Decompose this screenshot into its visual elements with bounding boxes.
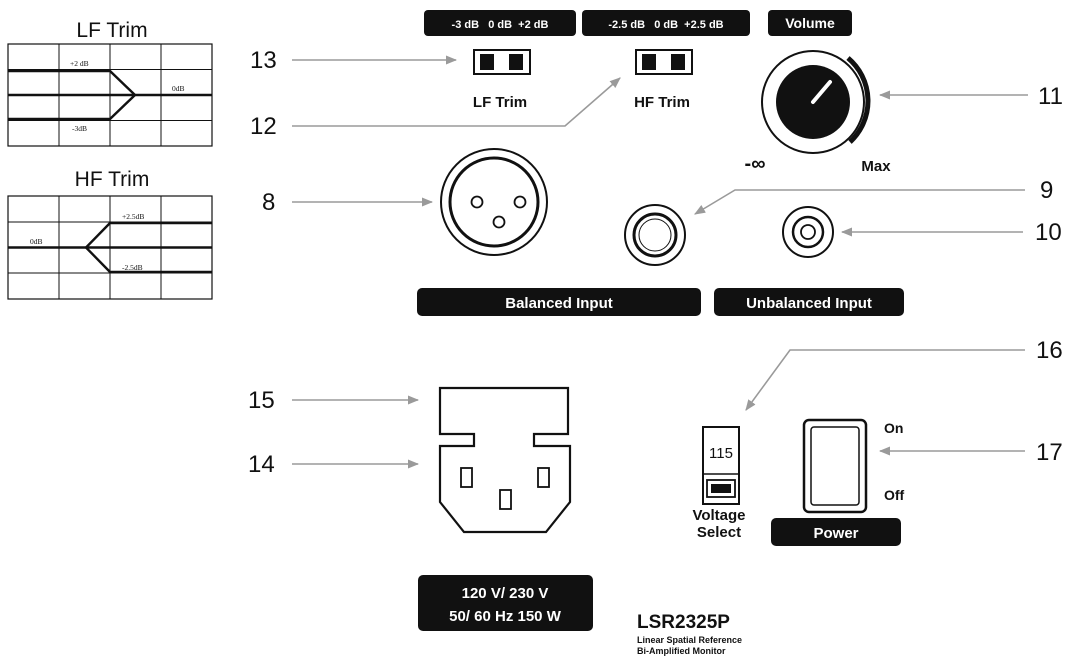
rca-input-group <box>782 206 834 258</box>
power-switch-group: On Off Power <box>771 418 905 546</box>
callout-9: 9 <box>1040 177 1053 204</box>
callout-arrow-16 <box>745 349 1025 411</box>
power-label: Power <box>813 525 858 542</box>
hf-trim-graph: HF Trim +2.5dB 0dB -2.5dB <box>7 168 213 300</box>
voltage-select-value: 115 <box>709 445 733 462</box>
volume-max-label: Max <box>861 158 891 175</box>
callout-10: 10 <box>1035 219 1062 246</box>
callout-arrow-12 <box>292 77 621 127</box>
trs-input-group <box>624 204 686 266</box>
callout-13: 13 <box>250 47 277 74</box>
volume-scale-arc <box>846 56 871 144</box>
voltage-select-label-2: Select <box>697 524 741 541</box>
unbalanced-input-badge <box>714 288 904 316</box>
volume-min-label: -∞ <box>745 153 766 175</box>
callout-14: 14 <box>248 451 275 478</box>
power-on-label: On <box>884 420 903 436</box>
balanced-input-label: Balanced Input <box>505 295 613 312</box>
hf-trim-plus-label: +2.5dB <box>122 212 144 221</box>
lf-trim-switch-group: -3 dB 0 dB +2 dB LF Trim <box>424 10 576 111</box>
voltage-select-group: 115 Voltage Select <box>692 426 746 541</box>
hf-trim-zero-label: 0dB <box>30 237 43 246</box>
volume-badge <box>768 10 852 36</box>
lf-trim-plus-label: +2 dB <box>70 59 89 68</box>
unbalanced-input-label: Unbalanced Input <box>746 295 872 312</box>
callout-16: 16 <box>1036 337 1063 364</box>
power-rating-line-2: 50/ 60 Hz 150 W <box>449 608 562 625</box>
lf-trim-scale-text: -3 dB 0 dB +2 dB <box>452 19 549 31</box>
callout-15: 15 <box>248 387 275 414</box>
callout-arrow-9 <box>694 189 1025 215</box>
iec-pin-left <box>460 467 473 488</box>
hf-trim-graph-title: HF Trim <box>75 168 150 191</box>
callout-12: 12 <box>250 113 277 140</box>
power-off-label: Off <box>884 487 905 503</box>
lf-trim-graph: LF Trim +2 dB 0dB -3dB <box>7 19 213 147</box>
hf-trim-scale-text: -2.5 dB 0 dB +2.5 dB <box>608 19 723 31</box>
hf-trim-switch-label: HF Trim <box>634 94 690 111</box>
callout-11: 11 <box>1038 83 1063 110</box>
lf-trim-minus-label: -3dB <box>72 124 87 133</box>
callout-arrows <box>292 55 1028 469</box>
callout-17: 17 <box>1036 439 1063 466</box>
hf-trim-switch-group: -2.5 dB 0 dB +2.5 dB HF Trim <box>582 10 750 111</box>
voltage-select-label-1: Voltage <box>692 507 745 524</box>
lf-trim-graph-title: LF Trim <box>76 19 147 42</box>
power-badge <box>771 518 901 546</box>
callout-8: 8 <box>262 189 275 216</box>
balanced-input-badge <box>417 288 701 316</box>
iec-power-inlet <box>438 386 572 534</box>
xlr-input-group <box>440 148 548 256</box>
iec-pin-right <box>537 467 550 488</box>
power-rating-badge <box>418 575 593 631</box>
lf-trim-scale-badge <box>424 10 576 36</box>
volume-group: Volume -∞ Max <box>745 10 891 175</box>
model-desc-1: Linear Spatial Reference <box>637 635 742 645</box>
volume-knob-indicator <box>811 80 832 104</box>
volume-label: Volume <box>785 15 835 31</box>
model-name: LSR2325P <box>637 612 730 633</box>
hf-trim-minus-label: -2.5dB <box>122 263 143 272</box>
model-desc-2: Bi-Amplified Monitor <box>637 646 726 656</box>
power-rating-line-1: 120 V/ 230 V <box>462 585 549 602</box>
iec-pin-ground <box>499 489 512 510</box>
hf-trim-scale-badge <box>582 10 750 36</box>
iec-inlet-outline <box>438 386 572 534</box>
lf-trim-switch-label: LF Trim <box>473 94 527 111</box>
lf-trim-zero-label: 0dB <box>172 84 185 93</box>
